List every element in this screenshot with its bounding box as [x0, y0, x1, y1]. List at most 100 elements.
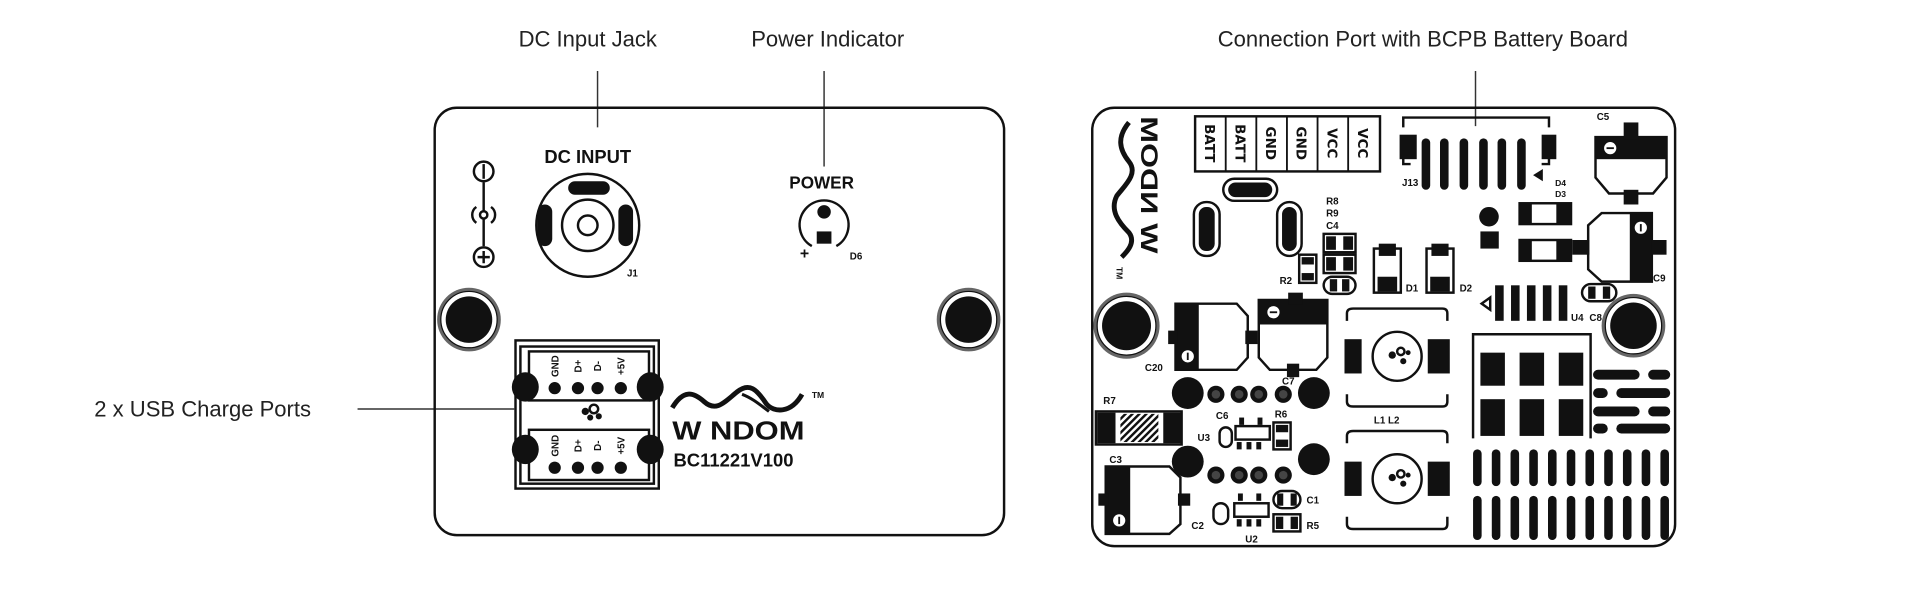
ref-c2: C2 [1191, 521, 1204, 532]
inductor-l2 [1344, 429, 1450, 531]
test-point-pads [1479, 206, 1499, 249]
ref-c5: C5 [1597, 112, 1610, 123]
ref-r9: R9 [1326, 209, 1339, 220]
resistor-r7 [1094, 410, 1183, 446]
capacitor-c8 [1580, 282, 1618, 303]
ref-c3: C3 [1109, 455, 1122, 466]
annotation-connection-port: Connection Port with BCPB Battery Board [1218, 27, 1628, 52]
back-board: W NDOM TM BATT BATT GND GND VCC VCC [1091, 106, 1677, 548]
ref-r7: R7 [1103, 396, 1116, 407]
usb-pin-label: +5V [616, 436, 627, 454]
ref-c8: C8 [1589, 313, 1602, 324]
ic-u3 [1218, 417, 1292, 451]
pad-bar [1491, 495, 1501, 540]
pad-bar [1566, 449, 1576, 487]
terminal-label: VCC [1354, 128, 1369, 158]
ref-r6: R6 [1275, 410, 1288, 421]
back-board-outline [1091, 106, 1677, 548]
dc-input-jack [535, 172, 641, 278]
usb-pin-label: D+ [574, 439, 585, 452]
led-plus-label: + [800, 245, 809, 262]
usb-port-top: GND D+ D- +5V [511, 350, 664, 402]
ic-u2 [1212, 489, 1302, 533]
brand-logo: TM W NDOM [670, 385, 824, 446]
usb-pin-label: D- [593, 441, 604, 451]
jack-pads [1192, 177, 1303, 258]
model-number: BC11221V100 [673, 450, 793, 471]
pad-bar [1529, 495, 1538, 540]
usb-pin-label: GND [550, 435, 561, 457]
power-label: POWER [789, 173, 854, 193]
capacitor-c7 [1257, 292, 1329, 378]
ref-j13: J13 [1402, 178, 1419, 189]
jack-ref: J1 [627, 269, 638, 280]
diode-d1 [1372, 243, 1403, 294]
back-logo-text: W NDOM [1135, 116, 1162, 253]
pad-bar [1641, 449, 1651, 487]
polarity-symbol-icon [471, 160, 497, 269]
pad-bar [1604, 449, 1613, 487]
ref-c4: C4 [1326, 221, 1339, 232]
annotation-power-indicator: Power Indicator [751, 27, 904, 52]
pad-bar [1660, 495, 1669, 540]
ref-d2: D2 [1460, 283, 1473, 294]
back-brand-logo: W NDOM TM [1111, 116, 1162, 279]
diode-d2 [1425, 243, 1455, 294]
usb-logo-icon [581, 403, 602, 421]
pad-bar [1660, 449, 1669, 487]
pad-bar [1585, 449, 1595, 487]
terminal-label: GND [1293, 127, 1308, 160]
front-board: DC INPUT J1 POWER + D6 [433, 106, 1006, 537]
mosfet-pad-array [1471, 333, 1592, 439]
ref-c9: C9 [1653, 274, 1666, 285]
annotation-dc-input-jack: DC Input Jack [519, 27, 658, 52]
mounting-hole-left [1093, 292, 1160, 359]
terminal-label: GND [1262, 127, 1277, 160]
ref-d4: D4 [1555, 178, 1566, 188]
mounting-hole-right [1601, 293, 1666, 358]
battery-terminal-labels: BATT BATT GND GND VCC VCC [1193, 115, 1382, 173]
terminal-label: BATT [1232, 124, 1247, 163]
led-ref: D6 [850, 252, 863, 263]
ic-u4 [1479, 285, 1568, 321]
capacitor-c5 [1594, 122, 1668, 205]
back-trademark: TM [1115, 267, 1125, 279]
mounting-hole-right [936, 287, 1001, 352]
ref-r5: R5 [1307, 521, 1320, 532]
diodes-d3-d4 [1518, 202, 1573, 263]
pad-bars-right [1593, 369, 1671, 434]
usb-pin-label: GND [550, 355, 561, 377]
pad-bar [1473, 495, 1482, 540]
ref-c1: C1 [1307, 495, 1320, 506]
pad-bar [1529, 449, 1538, 487]
pad-bar [1566, 495, 1576, 540]
pad-bar [1548, 495, 1557, 540]
front-trademark: TM [812, 390, 824, 400]
pad-bar [1641, 495, 1651, 540]
resistors-r8-r9-c4 [1322, 232, 1357, 296]
pad-bar [1622, 449, 1632, 487]
capacitor-c9 [1572, 211, 1667, 283]
pad-bars-bottom [1473, 449, 1669, 540]
usb-port-bottom: GND D+ D- +5V [511, 428, 664, 482]
usb-pin-label: D+ [574, 359, 585, 372]
ref-r8: R8 [1326, 196, 1339, 207]
front-board-outline [433, 106, 1006, 537]
mounting-hole-left [437, 287, 501, 352]
connector-j13 [1399, 116, 1557, 190]
ref-d3: D3 [1555, 189, 1566, 199]
annotation-usb-ports: 2 x USB Charge Ports [94, 396, 311, 421]
terminal-label: VCC [1323, 128, 1338, 158]
front-logo-text: W NDOM [672, 418, 804, 446]
ref-c7: C7 [1282, 376, 1295, 387]
through-holes-top [1171, 377, 1330, 409]
pad-bar [1491, 449, 1501, 487]
ref-u2: U2 [1245, 534, 1258, 545]
terminal-label: BATT [1201, 124, 1216, 163]
pad-bar [1510, 495, 1520, 540]
through-holes-bottom [1171, 443, 1330, 484]
ref-c20: C20 [1145, 363, 1164, 374]
inductor-l1 [1344, 307, 1450, 408]
ref-d1: D1 [1406, 283, 1419, 294]
ref-c6: C6 [1216, 411, 1229, 422]
